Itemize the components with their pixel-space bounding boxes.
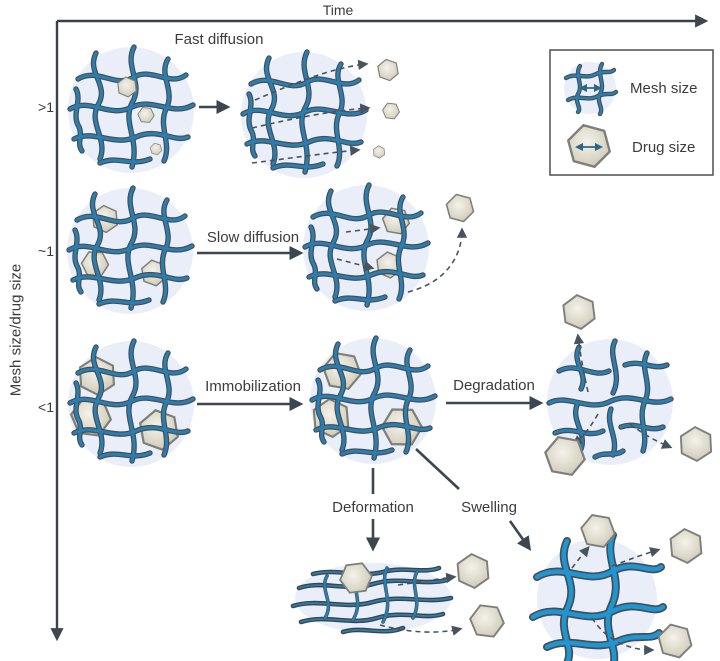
arrow-swelling [415,448,532,551]
label-fast-diffusion: Fast diffusion [174,31,264,48]
legend-box [549,49,714,176]
release-path-arrow [379,624,463,636]
release-path-arrow [397,572,457,586]
diffusion-path-arrow [251,145,361,164]
label-degradation: Degradation [453,377,535,394]
legend-label-drug-size: Drug size [632,139,696,156]
y-tick-approx1: ~1 [38,243,54,259]
mesh-row2-releasing [303,185,475,311]
label-slow-diffusion: Slow diffusion [206,229,300,246]
release-path-arrow [573,333,589,393]
drug-hexagon [467,601,507,641]
release-path-arrow [571,546,590,569]
mesh-row3-immobilized [308,338,436,464]
release-path-arrow [591,617,655,656]
y-axis-label: Mesh size/drug size [7,263,25,397]
x-axis-label: Time [322,2,354,18]
mesh-row1-loaded [68,47,194,173]
diffusion-path-arrow [251,103,371,129]
drug-hexagon [666,526,706,566]
diffusion-path-arrow [254,59,369,101]
drug-hexagon [657,623,693,659]
drug-hexagon [445,193,475,223]
legend-label-mesh-size: Mesh size [630,80,698,97]
label-immobilization: Immobilization [205,378,301,395]
release-path-arrow [571,413,599,446]
mesh-row3-loaded [68,341,194,467]
label-deformation: Deformation [332,499,414,516]
drug-hexagon [675,423,717,465]
mesh-swollen [533,512,706,661]
drug-hexagon [376,58,400,82]
release-path-arrow [611,547,661,567]
release-path-arrow [629,423,673,449]
mesh-row1-released [241,52,401,178]
drug-size-icon [567,124,611,168]
y-tick-lt1: <1 [38,399,54,415]
diffusion-path-arrow [336,258,375,272]
mesh-row2-loaded [67,188,193,314]
diffusion-path-arrow [407,227,468,293]
drug-hexagon [559,292,599,332]
drug-hexagon [453,551,493,591]
mesh-degraded [542,292,717,479]
y-tick-gt1: >1 [38,99,54,115]
drug-hexagon [371,144,387,160]
drug-hexagon [381,101,401,121]
mesh-size-icon [564,62,616,114]
label-swelling: Swelling [461,499,517,516]
mesh-deformed [293,551,507,641]
